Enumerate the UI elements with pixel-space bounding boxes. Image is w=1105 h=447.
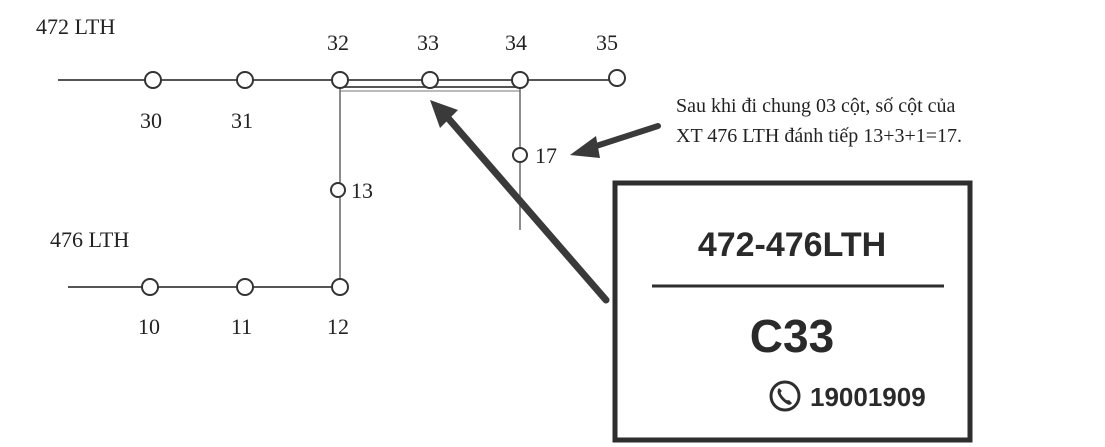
pole-33-label: 33	[417, 30, 439, 55]
pole-11	[236, 278, 254, 296]
pole-sign-phone-number: 19001909	[810, 382, 926, 412]
pole-31	[236, 71, 254, 89]
line-472-label: 472 LTH	[36, 14, 115, 39]
pole-30	[144, 71, 162, 89]
line-476-label: 476 LTH	[50, 227, 129, 252]
pole-12	[331, 278, 349, 296]
pole-17	[512, 147, 528, 163]
pole-sign-line-id: 472-476LTH	[698, 226, 886, 264]
pole-13-label: 13	[351, 178, 373, 203]
pole-17-label: 17	[535, 143, 557, 168]
annotation-line-1: Sau khi đi chung 03 cột, số cột của	[676, 95, 956, 117]
pole-34	[511, 71, 529, 89]
pole-34-label: 34	[505, 30, 527, 55]
pole-33	[421, 71, 439, 89]
phone-icon	[769, 380, 801, 412]
pole-10-label: 10	[138, 314, 160, 339]
pole-35	[608, 69, 626, 87]
pole-10	[141, 278, 159, 296]
sign-arrow-head	[430, 100, 458, 128]
annotation-arrow-head	[570, 136, 600, 158]
pole-35-label: 35	[596, 30, 618, 55]
pole-13	[330, 182, 346, 198]
annotation-arrow-shaft	[587, 123, 661, 151]
pole-32-label: 32	[327, 30, 349, 55]
pole-12-label: 12	[327, 314, 349, 339]
sign-arrow-shaft	[444, 114, 610, 304]
pole-sign-frame	[612, 180, 973, 443]
pole-32	[331, 71, 349, 89]
pole-30-label: 30	[140, 108, 162, 133]
pole-sign-code: C33	[750, 310, 834, 362]
pole-sign: 472-476LTH C33 19001909	[612, 180, 973, 443]
pole-11-label: 11	[231, 314, 252, 339]
annotation-line-2: XT 476 LTH đánh tiếp 13+3+1=17.	[676, 125, 962, 147]
pole-31-label: 31	[231, 108, 253, 133]
